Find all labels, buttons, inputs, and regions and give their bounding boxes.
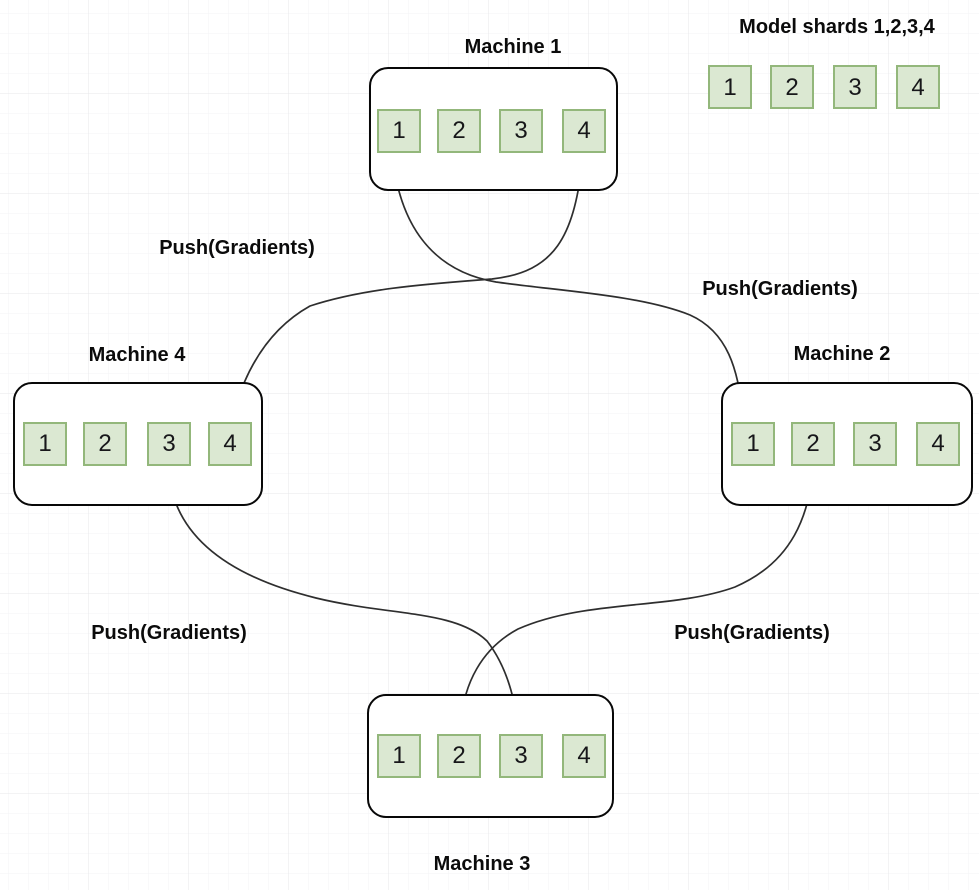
machine-1-shard-2-box (437, 109, 481, 153)
machine-4-shard-3-box (147, 422, 191, 466)
machine-4-shard-3-label: 3 (162, 430, 175, 457)
machine-3-shard-2-label: 2 (452, 742, 465, 769)
machine-3-shard-1-label: 1 (392, 742, 405, 769)
machine-4-shard-4-label: 4 (223, 430, 236, 457)
legend-shard-2-box (770, 65, 814, 109)
edge-m1s1-to-m2s1 (391, 151, 749, 420)
machine-1-shard-1-label: 1 (392, 117, 405, 144)
machine-4-shard-2-label: 2 (98, 430, 111, 457)
legend-shard-3-label: 3 (848, 74, 861, 101)
edges-layer (164, 151, 815, 736)
legend-shard-4: 4 (896, 65, 940, 109)
machine-4-shard-1-box (23, 422, 67, 466)
machine-3-title: Machine 3 (434, 853, 531, 875)
machine-1-shard-3-box (499, 109, 543, 153)
legend-shard-1-label: 1 (723, 74, 736, 101)
machine-3-shard-3-box (499, 734, 543, 778)
machine-1-shard-4-label: 4 (577, 117, 590, 144)
legend: Model shards 1,2,3,4 1 2 3 4 (708, 16, 940, 109)
legend-shard-1: 1 (708, 65, 752, 109)
machine-4-shard-4-box (208, 422, 252, 466)
legend-shard-2: 2 (770, 65, 814, 109)
machine-2-title: Machine 2 (794, 343, 891, 365)
machine-2-shard-3-label: 3 (868, 430, 881, 457)
edge-m4s4-to-m1s4 (230, 160, 588, 424)
machine-3-shard-2-box (437, 734, 481, 778)
edge-m2s2-to-m3s2 (455, 464, 815, 728)
machine-2-shard-4-box (916, 422, 960, 466)
machine-2-shard-1-box (731, 422, 775, 466)
machine-4-shard-2-box (83, 422, 127, 466)
machine-1-title: Machine 1 (465, 36, 562, 58)
machine-4-box (13, 382, 263, 506)
machine-3-shard-4-box (562, 734, 606, 778)
edge-label-push-gradients-bottom-right: Push(Gradients) (674, 622, 830, 644)
machine-1-shard-2-label: 2 (452, 117, 465, 144)
machine-2-shard-4-label: 4 (931, 430, 944, 457)
machine-1-shard-3-label: 3 (514, 117, 527, 144)
machine-2-shard-3-box (853, 422, 897, 466)
machine-2-shard-2-box (791, 422, 835, 466)
legend-shard-4-box (896, 65, 940, 109)
legend-title: Model shards 1,2,3,4 (739, 16, 936, 38)
machine-1-shard-4-box (562, 109, 606, 153)
machine-1: Machine 1 1 2 3 4 (369, 36, 618, 191)
machine-3-shard-3-label: 3 (514, 742, 527, 769)
legend-shard-2-label: 2 (785, 74, 798, 101)
legend-shard-3: 3 (833, 65, 877, 109)
machine-2: Machine 2 1 2 3 4 (721, 343, 973, 506)
machine-4-title: Machine 4 (89, 344, 187, 366)
machine-3-shard-1-box (377, 734, 421, 778)
machine-4-shard-1-label: 1 (38, 430, 51, 457)
edge-label-push-gradients-top-left: Push(Gradients) (159, 237, 315, 259)
edge-label-push-gradients-bottom-left: Push(Gradients) (91, 622, 247, 644)
edge-label-push-gradients-top-right: Push(Gradients) (702, 278, 858, 300)
machine-1-box (369, 67, 618, 191)
legend-shard-4-label: 4 (911, 74, 924, 101)
machine-2-shard-1-label: 1 (746, 430, 759, 457)
machine-2-shard-2-label: 2 (806, 430, 819, 457)
legend-shard-1-box (708, 65, 752, 109)
machine-1-shard-1-box (377, 109, 421, 153)
machine-3-box (367, 694, 614, 818)
edge-m3s3-to-m4s3 (164, 476, 521, 736)
machine-4: Machine 4 1 2 3 4 (13, 344, 263, 506)
machine-3-shard-4-label: 4 (577, 742, 590, 769)
machine-3: Machine 3 1 2 3 4 (367, 694, 614, 875)
machine-2-box (721, 382, 973, 506)
legend-shard-3-box (833, 65, 877, 109)
